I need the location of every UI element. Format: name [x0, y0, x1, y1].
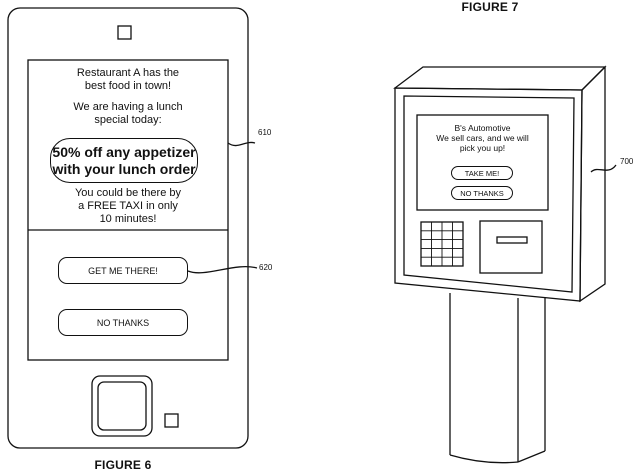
kiosk-top-face: [393, 66, 607, 91]
kiosk-screen-text: B's Automotive We sell cars, and we will…: [417, 123, 548, 153]
kiosk-front-bevel: [403, 95, 575, 293]
kiosk-title: B's Automotive: [454, 123, 511, 133]
ref-700: 700: [620, 157, 634, 166]
post-base-front: [449, 454, 519, 464]
kiosk-line2: We sell cars, and we will: [436, 133, 529, 143]
leader-line-610: [227, 141, 256, 147]
kiosk-side-face: [579, 65, 606, 303]
post-base-side: [517, 450, 546, 463]
leader-line-700: [590, 164, 617, 173]
home-button-outer: [91, 375, 153, 437]
fig6-line6: a FREE TAXI in only: [78, 200, 178, 212]
kiosk-front-face: [394, 87, 583, 302]
take-me-button[interactable]: TAKE ME!: [451, 166, 513, 180]
phone-small-square: [164, 413, 179, 428]
phone-body: [7, 7, 249, 449]
fig6-line7: 10 minutes!: [99, 213, 157, 225]
fig6-intro-text: Restaurant A has the best food in town! …: [28, 67, 228, 127]
fig6-line3: We are having a lunch: [73, 101, 183, 113]
figure6-label: FIGURE 6: [94, 458, 152, 472]
no-thanks-button-fig6[interactable]: NO THANKS: [58, 309, 188, 336]
kiosk-line3: pick you up!: [459, 143, 506, 153]
fig6-line2: best food in town!: [84, 80, 172, 92]
phone-screen: [27, 59, 229, 361]
ref-620: 620: [259, 263, 273, 272]
kiosk-card-slot: [496, 236, 528, 244]
ref-610: 610: [258, 128, 272, 137]
fig6-line4: special today:: [94, 114, 162, 126]
kiosk-screen: [416, 114, 549, 211]
leader-line-620: [187, 266, 258, 274]
phone-camera: [117, 25, 132, 40]
offer-badge: 50% off any appetizer with your lunch or…: [50, 138, 198, 183]
fig6-line1: Restaurant A has the: [76, 67, 180, 79]
figure7-label: FIGURE 7: [461, 0, 519, 14]
offer-line1: 50% off any appetizer: [52, 143, 196, 160]
kiosk-card-reader: [479, 220, 543, 274]
no-thanks-button-fig7[interactable]: NO THANKS: [451, 186, 513, 200]
home-button-inner: [97, 381, 147, 431]
get-me-there-button[interactable]: GET ME THERE!: [58, 257, 188, 284]
offer-line2: with your lunch order: [52, 160, 196, 177]
fig6-taxi-text: You could be there by a FREE TAXI in onl…: [28, 187, 228, 226]
fig6-line5: You could be there by: [74, 187, 181, 199]
